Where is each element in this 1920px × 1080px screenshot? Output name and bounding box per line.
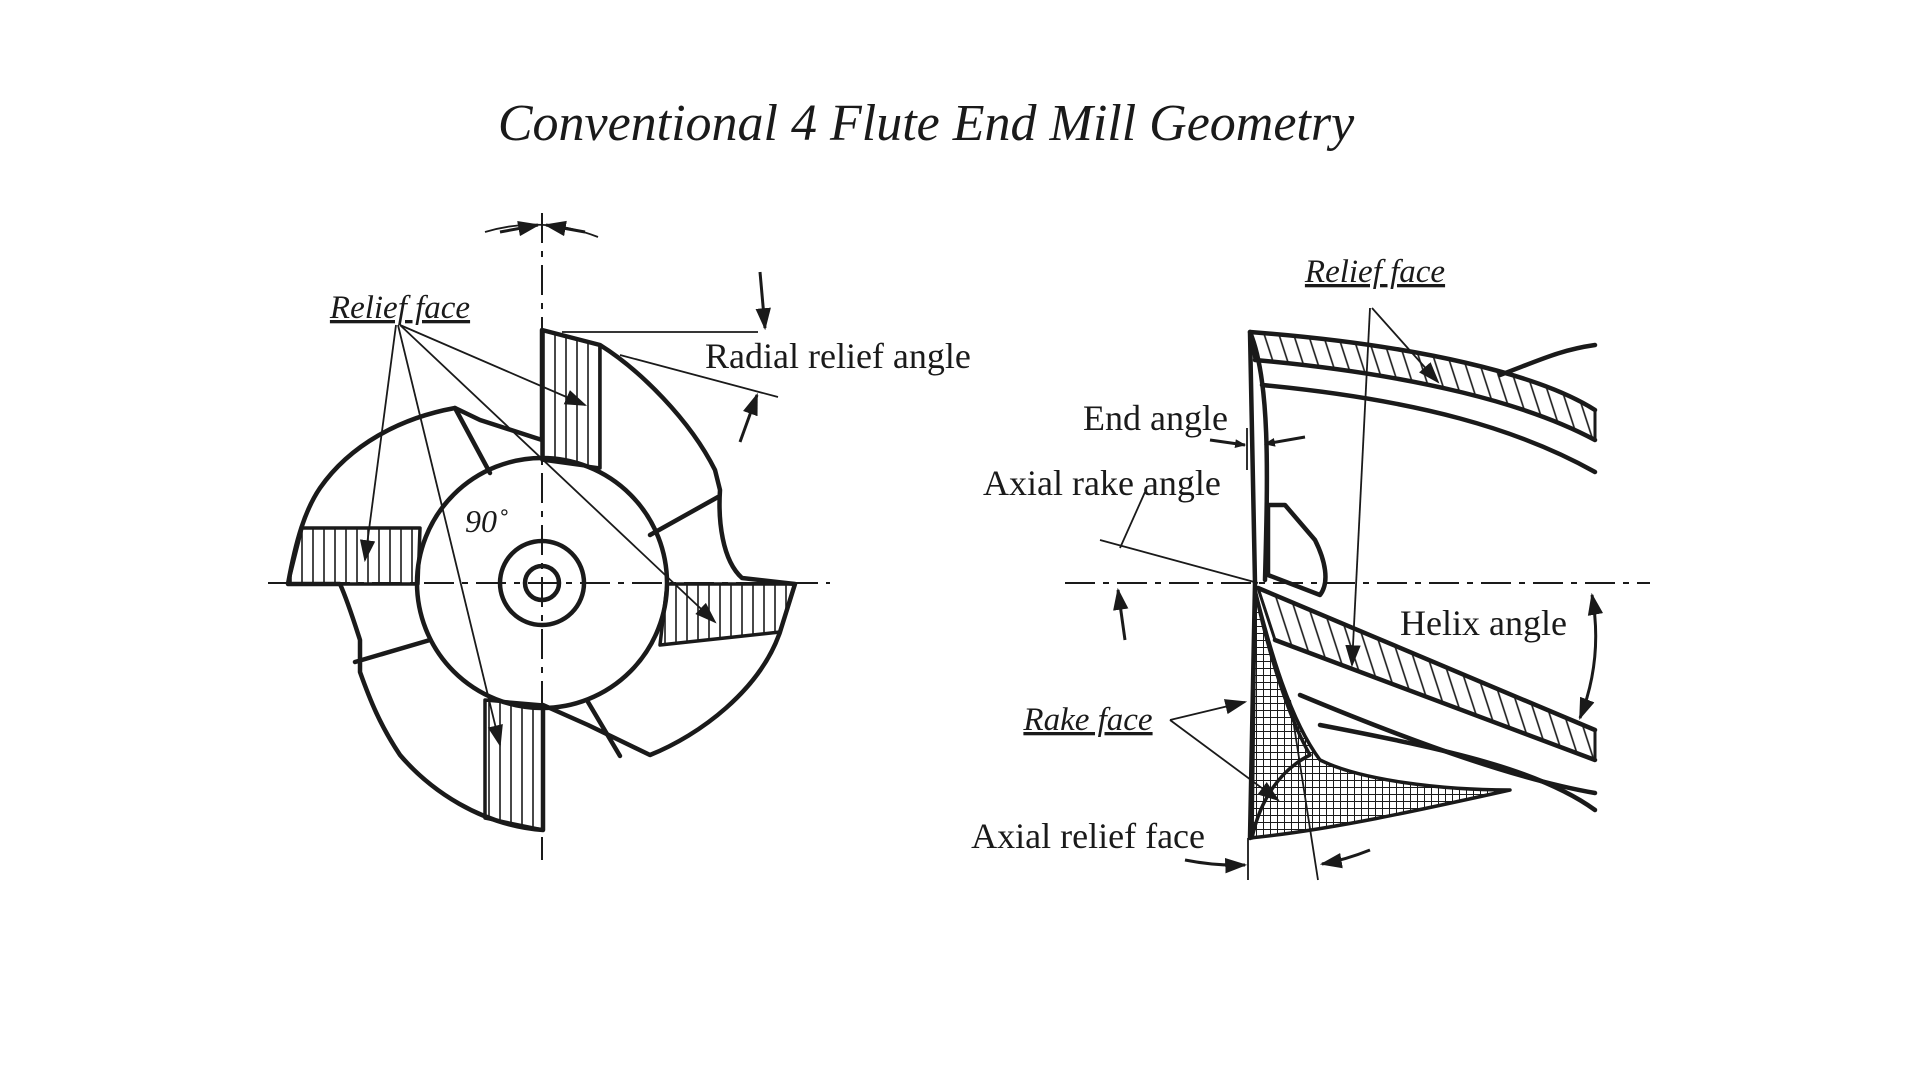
flute-edge-line (352, 637, 433, 665)
axial-relief-face-label: Axial relief face (971, 816, 1205, 856)
page-title: Conventional 4 Flute End Mill Geometry (498, 95, 1355, 152)
lower-helix-line (1255, 585, 1598, 733)
relief-face-label-left: Relief face (329, 290, 470, 326)
upper-helix-line (1252, 357, 1598, 443)
tooth-chamfer-block (1265, 502, 1328, 598)
flute-edge-line (452, 405, 493, 476)
axial-relief-face-region (1250, 588, 1312, 840)
radial-relief-angle-label: Radial relief angle (705, 336, 971, 376)
radial-angle-arc (484, 223, 599, 238)
rake-face-region (1248, 588, 1512, 840)
bore-inner-circle (522, 563, 562, 603)
radial-relief-face-line (619, 354, 779, 398)
tooth-land-left (286, 526, 422, 586)
helix-angle-arc (1578, 592, 1604, 721)
lower-helix-line (1272, 637, 1598, 763)
bore-outer-circle (497, 538, 587, 628)
angle-90-label: 90˚ (465, 503, 508, 539)
end-angle-label: End angle (1083, 398, 1228, 438)
axial-rake-leader (1119, 491, 1146, 549)
upper-flute-curve (1497, 342, 1598, 378)
tooth-land-right (658, 582, 797, 647)
side-view-tooth (1065, 307, 1650, 881)
end-view-cutter (268, 213, 830, 860)
axial-rake-reference-line (1099, 539, 1259, 584)
upper-helix-line (1247, 329, 1598, 413)
upper-helix-line (1259, 382, 1598, 475)
axial-rake-angle-label: Axial rake angle (983, 463, 1221, 503)
flute-edge-line (647, 494, 721, 538)
helix-angle-label: Helix angle (1400, 603, 1567, 643)
lower-helix-line (1317, 722, 1598, 813)
cutter-outline (285, 327, 798, 833)
rake-face-label: Rake face (1022, 702, 1152, 738)
flute-edge-line (585, 699, 623, 759)
relief-face-label-right: Relief face (1304, 254, 1445, 290)
